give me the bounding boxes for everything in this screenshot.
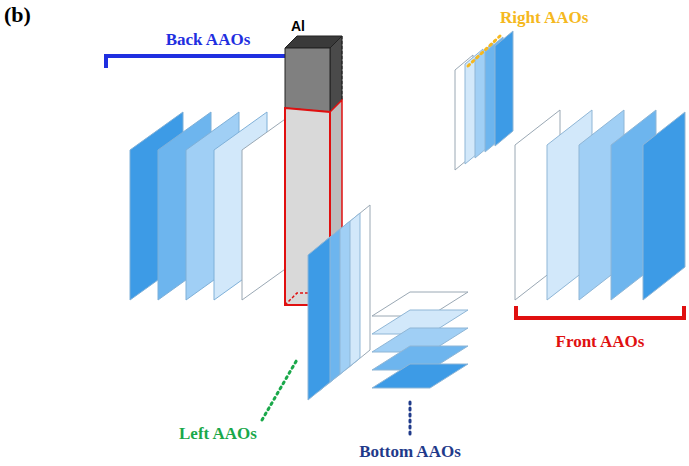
group-label: Bottom AAOs: [359, 442, 461, 462]
group-label: Right AAOs: [500, 8, 588, 28]
panel-letter: (b): [4, 2, 31, 28]
group-label: Back AAOs: [166, 30, 251, 50]
group-label: Front AAOs: [556, 332, 645, 352]
part-label: Al: [291, 18, 305, 34]
group-label: Left AAOs: [179, 424, 257, 444]
